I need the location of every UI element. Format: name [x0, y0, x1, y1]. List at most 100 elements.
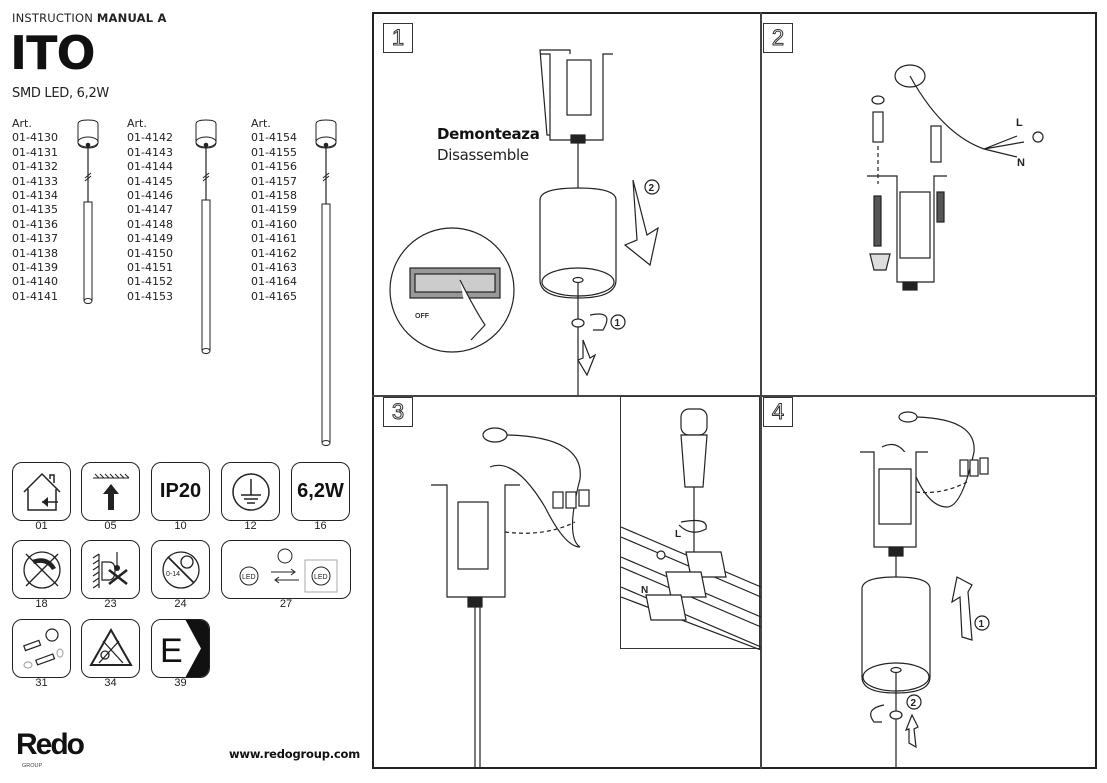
driver-replaceable-by-professional-icon: [12, 619, 71, 678]
symbol-number: 10: [174, 520, 187, 532]
article-code: 01-4155: [251, 145, 297, 159]
article-code: 01-4134: [12, 189, 58, 203]
article-code: 01-4157: [251, 174, 297, 188]
article-code: 01-4149: [127, 232, 173, 246]
inset-live-label: L: [675, 529, 681, 540]
symbol-number: 27: [279, 598, 293, 610]
article-code: 01-4143: [127, 145, 173, 159]
symbol-number: 31: [35, 677, 48, 689]
symbol-number: 01: [35, 520, 48, 532]
symbol-number: 34: [104, 677, 117, 689]
article-code: 01-4152: [127, 275, 173, 289]
power-rating-text: 6,2W: [297, 480, 344, 502]
article-code: 01-4136: [12, 217, 58, 231]
article-label: Art.: [251, 117, 271, 130]
article-code: 01-4130: [12, 131, 58, 145]
ip-rating-text: IP20: [159, 480, 202, 502]
step-1-title-ro: Demonteaza: [437, 125, 540, 143]
live-wire-label: L: [1016, 117, 1023, 129]
step-4-callout-2: 2: [911, 698, 917, 709]
article-code: 01-4147: [127, 203, 173, 217]
redo-logo: Redo: [16, 728, 85, 761]
not-dimmable-icon: [12, 540, 71, 599]
article-code: 01-4161: [251, 232, 297, 246]
article-code: 01-4162: [251, 246, 297, 260]
article-code: 01-4131: [12, 145, 58, 159]
age-range-text: 0-14: [166, 571, 180, 578]
indoor-use-icon: [12, 462, 71, 521]
article-code: 01-4140: [12, 275, 58, 289]
no-insulation-cover-icon: [81, 540, 140, 599]
article-code: 01-4165: [251, 289, 297, 303]
step-1-title-en: Disassemble: [437, 146, 529, 164]
article-code: 01-4135: [12, 203, 58, 217]
symbol-number: 05: [104, 520, 117, 532]
article-code: 01-4153: [127, 289, 173, 303]
article-label: Art.: [12, 117, 32, 130]
terminal-block-screwdriver-illustration: L N: [620, 408, 762, 651]
panel-divider-horizontal: [372, 395, 1097, 397]
step-4-illustration: 1 2: [860, 411, 990, 769]
product-subtitle: SMD LED, 6,2W: [12, 86, 109, 101]
article-list-1: Art. 01-4130 01-4131 01-4132 01-4133 01-…: [12, 117, 58, 304]
article-code: 01-4159: [251, 203, 297, 217]
article-label: Art.: [127, 117, 147, 130]
energy-class-icon: E: [151, 619, 210, 678]
panel-divider-vertical: [760, 12, 762, 769]
symbol-number: 16: [314, 520, 327, 532]
step-4-callout-1: 1: [979, 619, 985, 630]
redo-logo-sub: GROUP: [22, 763, 43, 769]
protective-earth-icon: [221, 462, 280, 521]
article-code: 01-4146: [127, 189, 173, 203]
step-2-number: 2: [763, 23, 793, 53]
step-2-illustration: L N: [867, 64, 1044, 291]
article-code: 01-4150: [127, 246, 173, 260]
instruction-steps-frame: [372, 12, 1097, 769]
ip-rating-icon: IP20: [151, 462, 210, 521]
pendant-lamp-long-drawing: [315, 119, 337, 446]
power-rating-icon: 6,2W: [291, 462, 350, 521]
step-4-number: 4: [763, 397, 793, 427]
article-code: 01-4133: [12, 174, 58, 188]
article-code: 01-4151: [127, 261, 173, 275]
article-code: 01-4156: [251, 160, 297, 174]
article-code: 01-4141: [12, 289, 58, 303]
step-3-illustration: [431, 427, 590, 769]
article-code: 01-4145: [127, 174, 173, 188]
switch-off-label: OFF: [415, 313, 430, 320]
article-code: 01-4142: [127, 131, 173, 145]
article-code: 01-4158: [251, 189, 297, 203]
article-list-2: Art. 01-4142 01-4143 01-4144 01-4145 01-…: [127, 117, 173, 304]
symbol-number: 18: [35, 598, 48, 610]
step-3-number: 3: [383, 397, 413, 427]
neutral-wire-label: N: [1017, 157, 1025, 169]
document-kicker: INSTRUCTION MANUAL A: [12, 11, 167, 25]
energy-class-letter: E: [160, 632, 183, 670]
article-code: 01-4163: [251, 261, 297, 275]
step-1-callout-1: 1: [615, 318, 621, 329]
symbol-number: 39: [174, 677, 187, 689]
article-code: 01-4138: [12, 246, 58, 260]
kicker-bold: MANUAL A: [96, 11, 167, 25]
article-code: 01-4164: [251, 275, 297, 289]
symbol-number: 24: [174, 598, 187, 610]
article-code: 01-4144: [127, 160, 173, 174]
article-list-3: Art. 01-4154 01-4155 01-4156 01-4157 01-…: [251, 117, 297, 304]
not-for-children-icon: 0-14: [151, 540, 210, 599]
led-text: LED: [242, 574, 256, 581]
step-1-illustration: OFF 1 2: [389, 49, 660, 395]
website-url[interactable]: www.redogroup.com: [229, 747, 361, 761]
step-1-callout-2: 2: [649, 183, 655, 194]
article-code: 01-4132: [12, 160, 58, 174]
ceiling-mount-icon: [81, 462, 140, 521]
article-code: 01-4148: [127, 217, 173, 231]
led-text: LED: [314, 574, 328, 581]
symbol-number: 12: [244, 520, 257, 532]
pendant-lamp-medium-drawing: [195, 119, 217, 354]
article-code: 01-4154: [251, 131, 297, 145]
step-1-number: 1: [383, 23, 413, 53]
kicker-regular: INSTRUCTION: [12, 11, 94, 25]
article-code: 01-4137: [12, 232, 58, 246]
pendant-lamp-short-drawing: [77, 119, 99, 304]
symbol-number: 23: [104, 598, 117, 610]
